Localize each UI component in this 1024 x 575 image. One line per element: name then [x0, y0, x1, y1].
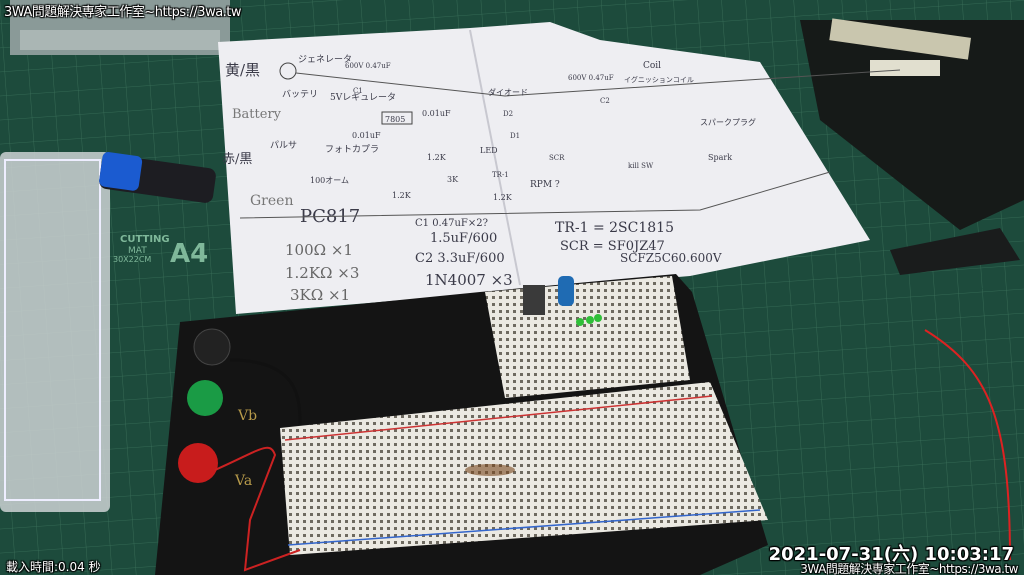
svg-text:1.2K: 1.2K	[392, 191, 412, 200]
schematic-paper	[218, 22, 870, 314]
transistor	[523, 285, 545, 315]
svg-text:黄/黒: 黄/黒	[225, 61, 260, 79]
svg-text:パルサ: パルサ	[270, 140, 297, 151]
svg-text:SCR: SCR	[549, 154, 565, 162]
load-time: 載入時間:0.04 秒	[6, 560, 101, 574]
svg-text:SCR = SF0JZ47: SCR = SF0JZ47	[560, 239, 665, 254]
svg-text:TR-1: TR-1	[492, 171, 509, 179]
svg-text:100Ω ×1: 100Ω ×1	[285, 241, 353, 259]
svg-text:D2: D2	[503, 110, 513, 118]
svg-text:Green: Green	[250, 193, 293, 209]
capacitor	[558, 276, 574, 306]
mat-label: 30X22CM	[113, 255, 151, 264]
watermark-top: 3WA問題解決専家工作室~https://3wa.tw	[4, 5, 242, 20]
svg-text:1N4007 ×3: 1N4007 ×3	[425, 271, 513, 289]
svg-text:RPM ?: RPM ?	[530, 180, 560, 190]
watermark-bottom: 3WA問題解決専家工作室~https://3wa.tw	[800, 562, 1018, 575]
mat-label: MAT	[128, 246, 147, 256]
green-binding-post[interactable]	[187, 380, 223, 416]
pliers	[890, 228, 1020, 275]
large-breadboard	[280, 382, 768, 555]
svg-text:100オーム: 100オーム	[310, 176, 349, 185]
svg-text:600V 0.47uF: 600V 0.47uF	[345, 62, 391, 70]
svg-text:C2 3.3uF/600: C2 3.3uF/600	[415, 251, 505, 266]
svg-text:TR-1 = 2SC1815: TR-1 = 2SC1815	[555, 220, 674, 236]
svg-text:3K: 3K	[447, 175, 459, 184]
svg-text:ジェネレータ: ジェネレータ	[298, 54, 352, 65]
svg-text:D1: D1	[510, 132, 520, 140]
red-wire	[924, 329, 1011, 561]
svg-text:1.5uF/600: 1.5uF/600	[430, 231, 497, 246]
terminal-label: Vb	[237, 408, 257, 424]
svg-text:フォトカプラ: フォトカプラ	[325, 144, 379, 155]
svg-text:1.2K: 1.2K	[427, 153, 447, 162]
svg-text:0.01uF: 0.01uF	[422, 109, 451, 118]
svg-text:C1 0.47uF×2?: C1 0.47uF×2?	[415, 218, 488, 229]
svg-text:5Vレギュレータ: 5Vレギュレータ	[330, 92, 396, 103]
svg-text:600V 0.47uF: 600V 0.47uF	[568, 74, 614, 82]
red-binding-post[interactable]	[178, 443, 218, 483]
svg-text:バッテリ: バッテリ	[282, 89, 318, 100]
svg-text:ダイオード: ダイオード	[488, 87, 528, 97]
svg-text:Battery: Battery	[232, 107, 282, 122]
svg-text:Spark: Spark	[708, 153, 732, 162]
svg-text:1.2K: 1.2K	[493, 193, 513, 202]
terminal-label: Va	[234, 473, 252, 489]
svg-text:7805: 7805	[385, 115, 405, 124]
svg-text:3KΩ ×1: 3KΩ ×1	[290, 286, 350, 304]
svg-text:スパークプラグ: スパークプラグ	[700, 117, 756, 127]
mat-label: CUTTING	[120, 234, 170, 245]
svg-text:イグニッションコイル: イグニッションコイル	[624, 75, 694, 84]
svg-text:Coil: Coil	[643, 61, 661, 71]
parts-box	[0, 152, 110, 512]
mat-size-label: A4	[170, 239, 208, 269]
svg-text:LED: LED	[480, 146, 498, 155]
svg-text:赤/黒: 赤/黒	[222, 152, 252, 167]
timestamp: 2021-07-31(六) 10:03:17	[768, 544, 1014, 565]
svg-text:SCFZ5C60.600V: SCFZ5C60.600V	[620, 251, 722, 265]
black-binding-post[interactable]	[193, 328, 231, 366]
small-breadboard	[485, 276, 690, 398]
svg-text:0.01uF: 0.01uF	[352, 131, 381, 140]
svg-text:C2: C2	[600, 97, 610, 105]
svg-text:1.2KΩ ×3: 1.2KΩ ×3	[285, 264, 359, 282]
svg-text:C1: C1	[353, 87, 363, 95]
svg-text:kill SW: kill SW	[628, 162, 654, 170]
